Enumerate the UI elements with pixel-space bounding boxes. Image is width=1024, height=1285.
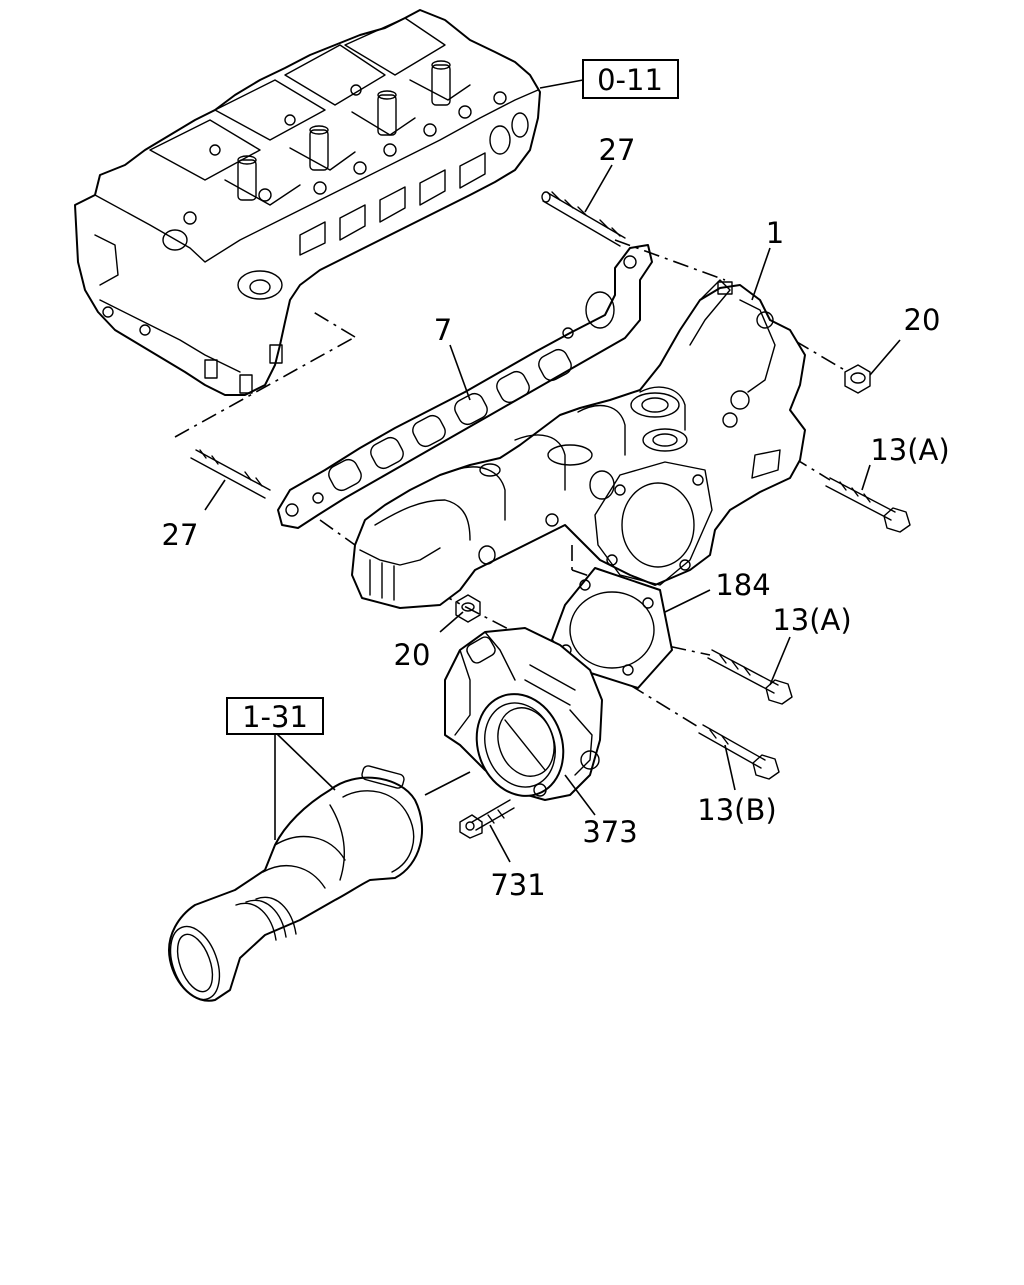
callout-gasket: 7	[434, 313, 452, 347]
ref-box-air-hose[interactable]: 1-31	[226, 697, 324, 735]
leader-lines	[204, 79, 901, 863]
ref-air-hose-label: 1-31	[242, 700, 308, 734]
ref-box-cylinder-head[interactable]: 0-11	[582, 59, 679, 99]
callout-nut-left: 20	[394, 638, 431, 672]
callout-nut-right: 20	[904, 303, 941, 337]
callout-stud-top: 27	[599, 133, 636, 167]
callout-bolt-upper-a: 13(A)	[870, 433, 949, 467]
intake-gasket-drawing	[277, 244, 653, 529]
callout-manifold: 1	[766, 216, 784, 250]
cylinder-head-drawing	[74, 9, 541, 396]
callout-throttle-gasket: 184	[715, 568, 770, 602]
intake-manifold-drawing	[351, 279, 806, 609]
air-hose-drawing	[168, 765, 424, 1002]
ref-cylinder-head-label: 0-11	[597, 63, 663, 97]
fasteners-drawing	[190, 191, 911, 839]
callout-bolt-b: 13(B)	[697, 793, 776, 827]
callout-throttle-bolt: 731	[490, 868, 545, 902]
callout-stud-left: 27	[162, 518, 199, 552]
throttle-body-drawing	[444, 627, 603, 801]
callout-throttle-body: 373	[582, 815, 637, 849]
callout-bolt-lower-a: 13(A)	[772, 603, 851, 637]
